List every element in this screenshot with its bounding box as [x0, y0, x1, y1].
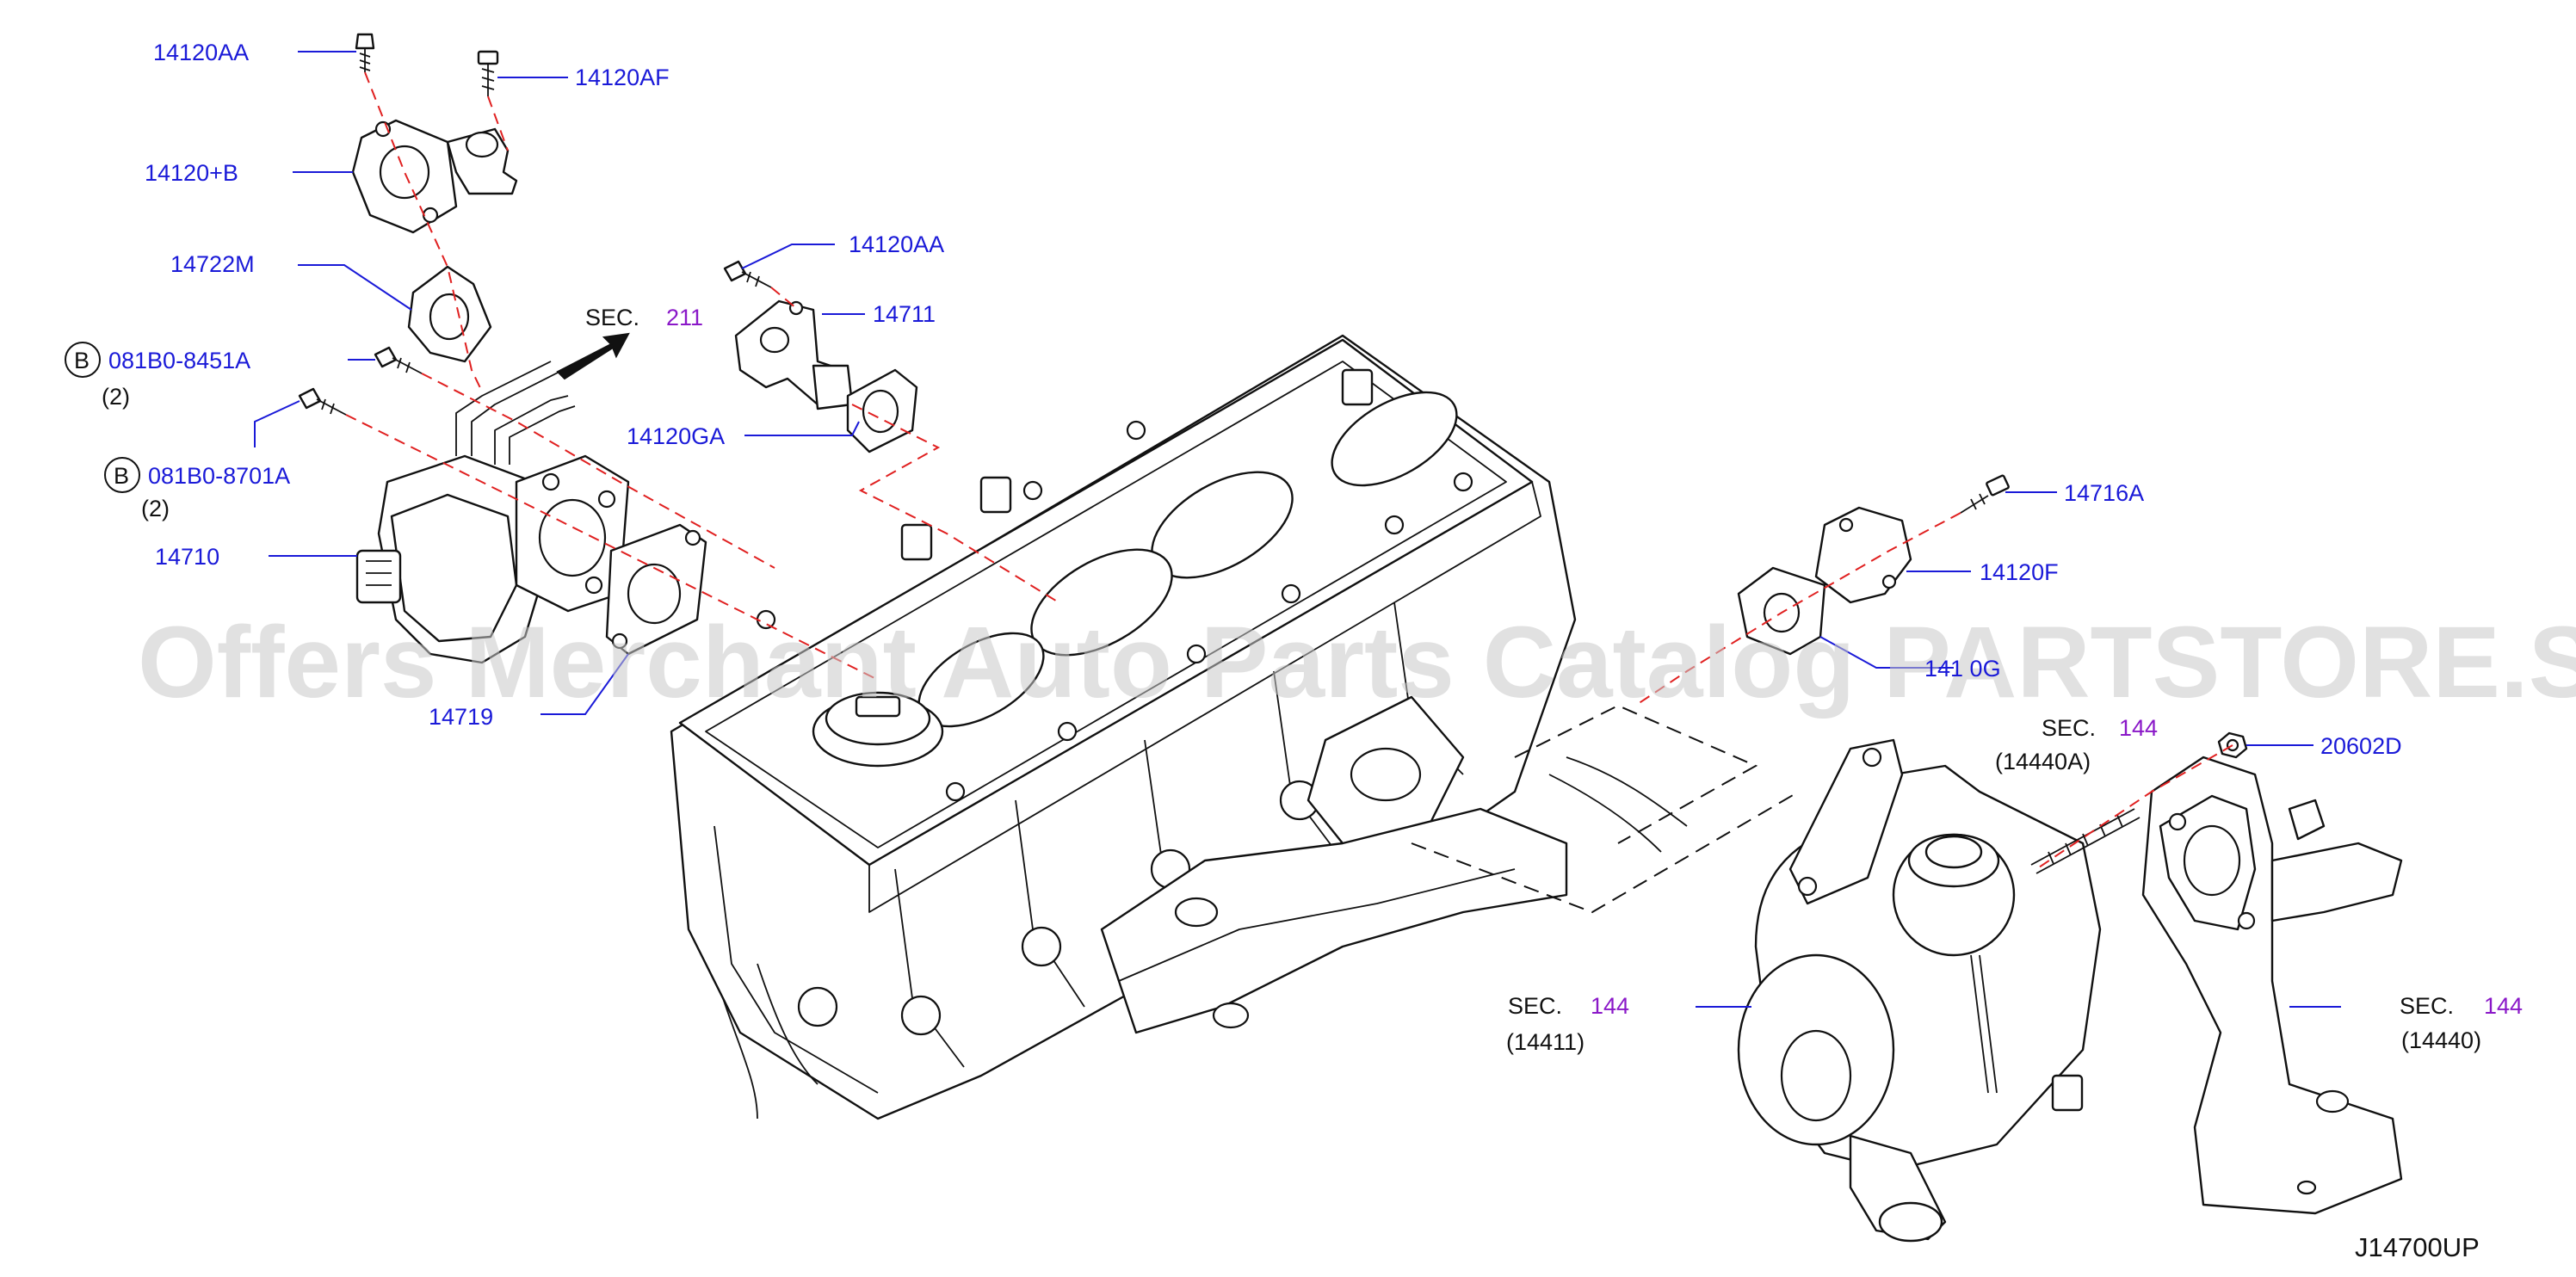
label-14120aa-mid: 14120AA [849, 231, 944, 257]
sec-211-number: 211 [666, 305, 703, 330]
sec-144-a-prefix: SEC. [2042, 715, 2096, 741]
label-14711: 14711 [873, 301, 936, 327]
label-14722m: 14722M [170, 251, 255, 277]
label-14716a: 14716A [2064, 480, 2144, 506]
bolt-14120af-illustration [477, 50, 499, 96]
sec-144-a-number: 144 [2119, 715, 2158, 741]
turbo-outlet-14440-illustration [2141, 756, 2403, 1215]
sec-211-prefix: SEC. [585, 305, 639, 330]
label-081b0-8701a: 081B0-8701A [148, 463, 290, 489]
label-14120ga: 14120GA [627, 423, 725, 449]
b-marker-1 [65, 342, 101, 378]
sec-144-c-prefix: SEC. [2400, 993, 2454, 1019]
label-20602d: 20602D [2320, 733, 2402, 759]
sec-144-b-number: 144 [1591, 993, 1629, 1019]
label-14710: 14710 [155, 544, 219, 570]
bolt-081b0-8701a-illustration [298, 387, 347, 416]
assembly-dash-lines [345, 71, 2233, 870]
sec-211-arrow [556, 332, 630, 380]
label-081b0-8451a-qty: (2) [102, 384, 130, 410]
section-references: SEC. 211 SEC. 144 (14440A) SEC. 144 (144… [585, 305, 2523, 1055]
egr-valve-assembly-illustration [298, 33, 707, 664]
callout-labels: 14120AA 14120AF 14120+B 14722M B 081B0-8… [65, 40, 2402, 759]
label-14120af: 14120AF [575, 65, 670, 90]
b-marker-1-text: B [74, 348, 90, 373]
b-marker-2 [104, 457, 140, 493]
sec-144-b-subref: (14411) [1506, 1029, 1585, 1055]
label-14120aa-top: 14120AA [153, 40, 249, 65]
bolt-14120aa-top-illustration [355, 33, 375, 72]
label-081b0-8451a: 081B0-8451A [108, 348, 250, 373]
cylinder-head-illustration [670, 334, 1688, 1120]
sec-144-c-number: 144 [2484, 993, 2523, 1019]
bolt-081b0-8451a-illustration [374, 346, 423, 374]
label-14719: 14719 [429, 704, 493, 730]
leader-lines [254, 51, 2341, 1008]
sec-144-a-subref: (14440A) [1995, 749, 2091, 774]
gasket-14120g-illustration [1737, 566, 1826, 656]
turbocharger-illustration [1737, 738, 2102, 1243]
sec-144-b-prefix: SEC. [1508, 993, 1562, 1019]
label-14120g: 141 0G [1924, 656, 2001, 682]
sec-144-c-subref: (14440) [2401, 1027, 2481, 1053]
label-081b0-8701a-qty: (2) [141, 496, 170, 521]
bolt-14716a-illustration [1960, 474, 2010, 514]
stud-14440a-illustration [2030, 808, 2140, 874]
diagram-code: J14700UP [2355, 1232, 2480, 1262]
label-14120b: 14120+B [145, 160, 238, 186]
cover-14120f-illustration [1814, 506, 1912, 604]
label-14120f: 14120F [1980, 559, 2059, 585]
bolt-14120aa-mid-illustration [723, 260, 772, 288]
section-link-lines [1411, 704, 1800, 914]
b-marker-2-text: B [114, 463, 129, 489]
watermark: Offers Merchant Auto Parts Catalog PARTS… [138, 606, 2576, 719]
